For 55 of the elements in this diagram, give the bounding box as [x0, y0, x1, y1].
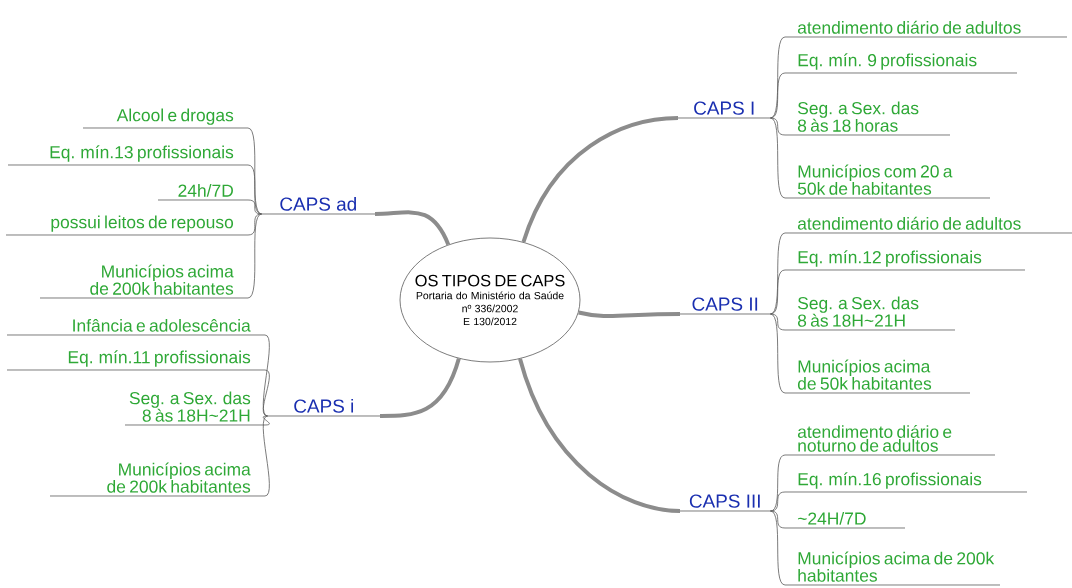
- leaf-label: Eq. mín. 9 profissionais: [784, 53, 1018, 74]
- connector-line: [770, 313, 786, 331]
- connector-line: [770, 510, 786, 529]
- connector-line: [262, 415, 270, 426]
- connector-line: [770, 36, 786, 119]
- leaf-label: Municípios acima de 50k habitantes: [784, 359, 971, 394]
- branch-label: CAPS III: [679, 494, 771, 512]
- branch-label: CAPS II: [679, 297, 771, 315]
- connector-line: [770, 232, 786, 315]
- leaf-label: Eq. mín.11 profissionais: [6, 350, 266, 371]
- connector-line: [518, 358, 681, 513]
- connector-line: [247, 127, 262, 215]
- connector-line: [247, 199, 262, 215]
- leaf-label: atendimento diário de adultos: [784, 20, 1068, 38]
- subtitle-text: Portaria do Ministério da Saúde nº 336/2002 E 130/2012: [416, 291, 564, 326]
- leaf-label: atendimento diário e noturno de adultos: [784, 425, 996, 456]
- connector-line: [247, 213, 262, 299]
- connector-line: [770, 269, 786, 315]
- connector-line: [770, 491, 786, 512]
- leaf-label: Municípios acima de 200k habitantes: [784, 551, 1001, 586]
- leaf-label: Eq. mín.13 profissionais: [7, 145, 249, 166]
- branch-label: CAPS i: [267, 398, 381, 417]
- connector-line: [770, 72, 786, 119]
- leaf-label: Municípios acima de 200k habitantes: [39, 264, 249, 299]
- leaf-label: Seg. a Sex. das 8 às 18H~21H: [784, 296, 956, 331]
- connector-line: [770, 117, 786, 199]
- connector-line: [521, 116, 679, 243]
- leaf-label: Alcool e drogas: [82, 108, 249, 129]
- branch-label: CAPS ad: [261, 196, 376, 215]
- branch-label: CAPS I: [677, 101, 771, 119]
- leaf-label: Municípios com 20 a 50k de habitantes: [784, 164, 991, 199]
- connector-line: [578, 310, 681, 318]
- central-ellipse: [399, 237, 581, 363]
- connector-line: [262, 369, 270, 417]
- connector-line: [770, 510, 786, 586]
- connector-line: [380, 357, 461, 418]
- connector-line: [770, 454, 786, 512]
- connector-line: [262, 334, 270, 417]
- leaf-label: possui leitos de repouso: [5, 215, 249, 236]
- leaf-label: Eq. mín.12 profissionais: [784, 250, 1026, 271]
- leaf-label: Seg. a Sex. das 8 às 18H~21H: [124, 391, 266, 426]
- leaf-label: Eq. mín.16 profissionais: [784, 472, 1028, 493]
- connector-line: [247, 164, 262, 215]
- connector-line: [770, 313, 786, 394]
- leaf-label: atendimento diário de adultos: [784, 216, 1072, 234]
- connector-line: [247, 213, 262, 236]
- connector-line: [262, 415, 270, 497]
- leaf-label: Seg. a Sex. das 8 às 18 horas: [784, 101, 951, 136]
- leaf-label: Infância e adolescência: [6, 318, 266, 336]
- leaf-label: ~24H/7D: [784, 512, 906, 529]
- connector-line: [770, 117, 786, 136]
- leaf-label: 24h/7D: [157, 184, 249, 201]
- leaf-label: Municípios acima de 200k habitantes: [49, 462, 266, 497]
- title-text: OS TIPOS DE CAPS: [415, 274, 565, 287]
- connector-line: [374, 210, 451, 246]
